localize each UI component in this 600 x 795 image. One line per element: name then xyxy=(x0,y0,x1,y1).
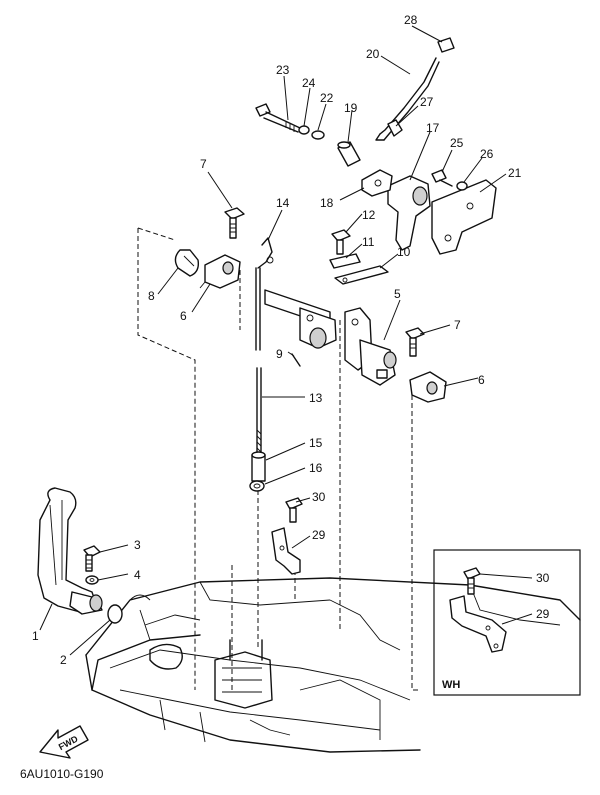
callout-9: 9 xyxy=(276,347,283,361)
lower-cowling xyxy=(85,577,581,753)
callout-5: 5 xyxy=(394,287,401,301)
callout-11: 11 xyxy=(362,235,375,249)
callout-14: 14 xyxy=(276,196,290,210)
callout-3: 3 xyxy=(134,538,141,552)
callout-19: 19 xyxy=(344,101,358,115)
callout-6-left: 6 xyxy=(180,309,187,323)
part-bolt-30 xyxy=(285,497,303,523)
callout-10: 10 xyxy=(397,245,411,259)
part-plate-11 xyxy=(329,253,361,269)
part-long-bolt-23 xyxy=(255,103,301,133)
callout-7-right: 7 xyxy=(454,318,461,332)
callout-4: 4 xyxy=(134,568,141,582)
callout-7-left: 7 xyxy=(200,157,207,171)
part-bolt-25 xyxy=(431,169,453,187)
part-bolt-7-right xyxy=(405,327,425,357)
inset-wh: 30 29 WH xyxy=(433,549,581,696)
callout-6-right: 6 xyxy=(478,373,485,387)
callout-15: 15 xyxy=(309,436,323,450)
part-link-18 xyxy=(361,169,393,197)
part-bolt-7-left xyxy=(224,207,245,239)
fwd-arrow: FWD xyxy=(39,725,89,759)
part-end-28 xyxy=(437,37,455,53)
part-washer-24 xyxy=(298,125,310,135)
part-plate-10 xyxy=(334,265,389,285)
part-joint-6-right xyxy=(409,371,447,403)
drawing-code: 6AU1010-G190 xyxy=(20,767,104,781)
callout-29: 29 xyxy=(312,528,326,542)
part-throttle-rod-20 xyxy=(375,57,440,141)
callout-24: 24 xyxy=(302,76,316,90)
part-spacer-19 xyxy=(337,141,361,167)
part-washer-4 xyxy=(85,575,99,585)
callout-8: 8 xyxy=(148,289,155,303)
callout-2: 2 xyxy=(60,653,67,667)
callout-13: 13 xyxy=(309,391,323,405)
part-bracket-17 xyxy=(387,175,431,251)
callout-25: 25 xyxy=(450,136,464,150)
part-shift-handle xyxy=(37,487,103,615)
callout-21: 21 xyxy=(508,166,522,180)
callout-12: 12 xyxy=(362,208,376,222)
part-upper-rod-14 xyxy=(255,237,274,351)
part-bracket-21 xyxy=(431,179,497,255)
part-joint-6-left xyxy=(199,254,241,289)
part-bolt-12 xyxy=(331,229,351,255)
part-washer-22 xyxy=(311,130,325,140)
callout-26: 26 xyxy=(480,147,494,161)
inset-callout-29: 29 xyxy=(536,607,550,621)
callout-16: 16 xyxy=(309,461,323,475)
part-clip-8 xyxy=(174,249,200,277)
part-bracket-29 xyxy=(271,527,301,575)
part-collar-15 xyxy=(251,451,266,482)
callout-27: 27 xyxy=(420,95,434,109)
callout-30: 30 xyxy=(312,490,326,504)
part-nut-16 xyxy=(249,480,265,492)
inset-label: WH xyxy=(442,679,460,691)
callout-1: 1 xyxy=(32,629,39,643)
part-washer-4-hole xyxy=(89,578,95,582)
callout-22: 22 xyxy=(320,91,334,105)
callout-28: 28 xyxy=(404,13,418,27)
part-shift-shaft xyxy=(264,289,397,386)
part-o-ring xyxy=(107,604,123,624)
callout-18: 18 xyxy=(320,196,334,210)
callout-17: 17 xyxy=(426,121,440,135)
part-washer-26 xyxy=(456,181,468,191)
part-bolt-3 xyxy=(83,545,101,572)
callout-23: 23 xyxy=(276,63,290,77)
part-shift-rod-13 xyxy=(256,367,262,463)
callout-20: 20 xyxy=(366,47,380,61)
callout-labels: 1 2 3 4 5 6 6 7 7 8 9 10 11 12 13 14 15 … xyxy=(32,13,522,667)
inset-callout-30: 30 xyxy=(536,571,550,585)
leader-lines xyxy=(39,25,507,656)
assembly-lines xyxy=(137,227,420,691)
part-clip-27 xyxy=(387,119,403,137)
